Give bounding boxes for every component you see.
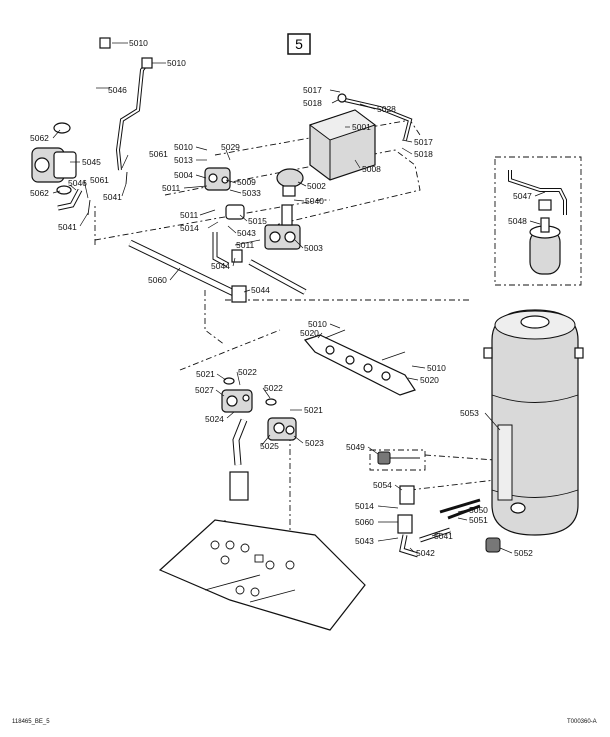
- pressure-sensor-5002: [276, 168, 304, 197]
- callout-5014-a: 5014: [180, 223, 199, 233]
- callout-5061-b: 5061: [149, 149, 168, 159]
- callout-5021-b: 5021: [304, 405, 323, 415]
- callout-5020-b: 5020: [420, 375, 439, 385]
- callout-5044-a: 5044: [211, 261, 230, 271]
- callout-5018-b: 5018: [414, 149, 433, 159]
- callout-5010-a: 5010: [129, 38, 148, 48]
- callout-5018-a: 5018: [303, 98, 322, 108]
- callout-5062-a: 5062: [30, 133, 49, 143]
- callout-5049: 5049: [346, 442, 365, 452]
- tap-5024: [229, 471, 249, 501]
- gasket-5062-top: [53, 122, 71, 134]
- gasket-5018: [337, 93, 347, 103]
- callout-5027: 5027: [195, 385, 214, 395]
- callout-5011-a: 5011: [162, 183, 181, 193]
- footer-code: T000360-A: [567, 719, 597, 725]
- footer-drawing-ref: 118465_BE_5: [12, 719, 50, 725]
- gasket-5062-bottom: [56, 185, 72, 195]
- callout-5010-d: 5010: [308, 319, 327, 329]
- drain-valve-5052: [485, 537, 501, 553]
- callout-5022-a: 5022: [238, 367, 257, 377]
- callout-5047: 5047: [513, 191, 532, 201]
- callout-5033: 5033: [242, 188, 261, 198]
- callout-5013: 5013: [174, 155, 193, 165]
- callout-5017-a: 5017: [303, 85, 322, 95]
- callout-5020-a: 5020: [300, 328, 319, 338]
- callout-5021-a: 5021: [196, 369, 215, 379]
- valve-body-5004: [204, 167, 231, 191]
- callout-5023: 5023: [305, 438, 324, 448]
- callout-5025: 5025: [260, 441, 279, 451]
- callout-5052: 5052: [514, 548, 533, 558]
- valve-5054: [399, 485, 415, 505]
- callout-5045: 5045: [82, 157, 101, 167]
- callout-5008: 5008: [362, 164, 381, 174]
- tank-fittings-group: [377, 451, 501, 558]
- sensor-group-box: [369, 449, 426, 471]
- manifold-strip-5020: [303, 329, 416, 396]
- callout-5041-b: 5041: [103, 192, 122, 202]
- sensor-5049: [377, 451, 391, 465]
- callout-5061-a: 5061: [90, 175, 109, 185]
- callout-5041-a: 5041: [58, 222, 77, 232]
- callout-5042: 5042: [416, 548, 435, 558]
- elbow-5044: [231, 285, 247, 303]
- manifold-5003: [264, 204, 301, 250]
- callout-5001: 5001: [352, 122, 371, 132]
- callout-5060: 5060: [148, 275, 167, 285]
- callout-5043-b: 5043: [355, 536, 374, 546]
- callout-5054: 5054: [373, 480, 392, 490]
- callout-5010-c: 5010: [174, 142, 193, 152]
- callout-5017-b: 5017: [414, 137, 433, 147]
- expansion-vessel-group-box: [494, 156, 582, 286]
- callout-5044-b: 5044: [251, 285, 270, 295]
- callout-5015: 5015: [248, 216, 267, 226]
- callout-5046-b: 5046: [68, 178, 87, 188]
- lower-valve-group: [221, 377, 297, 501]
- callout-5053: 5053: [460, 408, 479, 418]
- pipe-nut-5010-a: [99, 37, 111, 49]
- callout-5043-a: 5043: [237, 228, 256, 238]
- callout-5029: 5029: [221, 142, 240, 152]
- callout-labels: 5010 5010 5046 5062 5045 5062 5046 5061 …: [30, 38, 533, 558]
- callout-5028: 5028: [377, 104, 396, 114]
- pump-pipe-group: [31, 37, 153, 216]
- tee-5044: [231, 249, 243, 263]
- horizontal-pipe-5060: [128, 239, 307, 303]
- callout-5046: 5046: [108, 85, 127, 95]
- callout-5011-b: 5011: [180, 210, 199, 220]
- storage-tank-5053: [483, 309, 584, 536]
- callout-5002: 5002: [307, 181, 326, 191]
- callout-5040: 5040: [305, 196, 324, 206]
- pipe-nut-5010-b: [141, 57, 153, 69]
- callout-5060-b: 5060: [355, 517, 374, 527]
- callout-5048: 5048: [508, 216, 527, 226]
- callout-5050: 5050: [469, 505, 488, 515]
- callout-5010-b: 5010: [167, 58, 186, 68]
- leader-lines: [52, 42, 546, 554]
- callout-5010-e: 5010: [427, 363, 446, 373]
- base-plate: [158, 519, 366, 631]
- hydraulic-block-group: [204, 167, 304, 268]
- callout-5014-b: 5014: [355, 501, 374, 511]
- fitting-5060: [397, 514, 413, 534]
- fitting-5015: [225, 204, 245, 220]
- callout-5062-b: 5062: [30, 188, 49, 198]
- callout-5011-c: 5011: [236, 240, 255, 250]
- plate-heat-exchanger-5001: [308, 93, 413, 181]
- section-number-box: 5: [287, 33, 311, 55]
- callout-5024: 5024: [205, 414, 224, 424]
- circulation-pump-5045: [31, 147, 77, 183]
- callout-5051: 5051: [469, 515, 488, 525]
- expansion-vessel-5048: [508, 170, 567, 275]
- callout-5009: 5009: [237, 177, 256, 187]
- callout-5003: 5003: [304, 243, 323, 253]
- callout-5041-c: 5041: [434, 531, 453, 541]
- callout-5004: 5004: [174, 170, 193, 180]
- callout-5022-b: 5022: [264, 383, 283, 393]
- section-number: 5: [295, 36, 303, 52]
